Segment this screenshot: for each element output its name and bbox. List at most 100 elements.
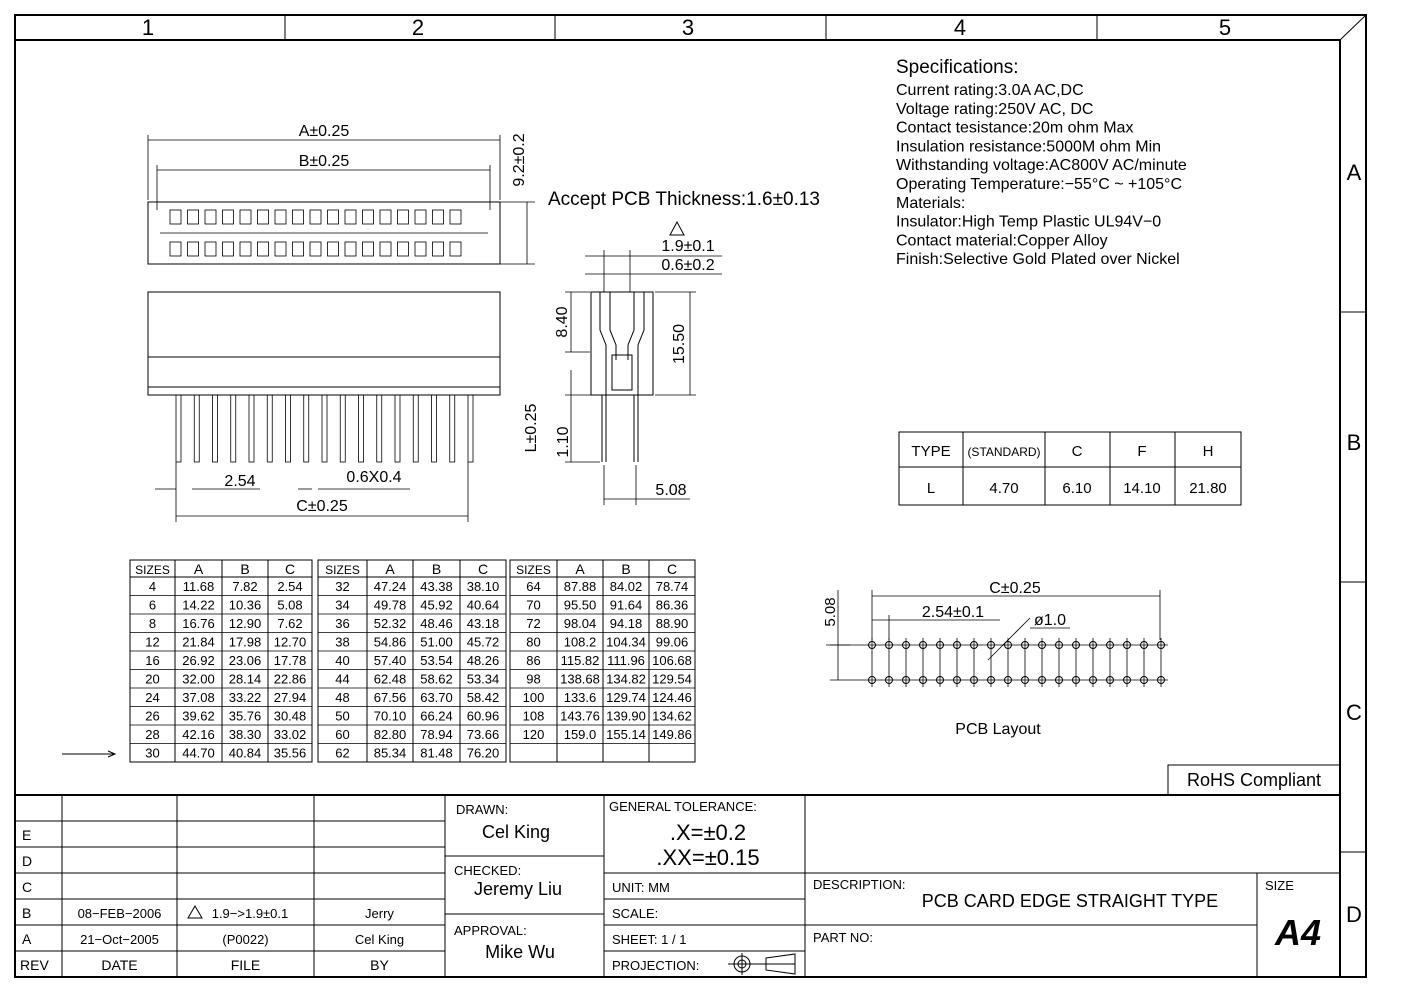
type-table-cell: L [927, 480, 935, 497]
contact-pad [222, 241, 234, 257]
sizes-table-cell: 34 [335, 598, 349, 613]
sizes-table-cell: 67.56 [374, 690, 407, 705]
sizes-table-cell: 48 [335, 690, 349, 705]
sizes-table-cell: 33.22 [229, 690, 262, 705]
contact-pad [204, 209, 217, 225]
sizes-table-header: B [432, 561, 441, 577]
sizes-table-cell: 28 [145, 727, 159, 742]
contact-pad [397, 209, 409, 225]
sizes-table-cell: 98 [526, 672, 540, 687]
contact-pad [397, 241, 409, 257]
sizes-table-cell: 5.08 [277, 598, 302, 613]
scale-label: SCALE: [612, 906, 658, 921]
pcb-row-gap-label: 5.08 [822, 597, 839, 626]
drawn-label: DRAWN: [456, 802, 508, 817]
pin [321, 394, 328, 463]
contact-pad [432, 241, 444, 257]
sizes-table-cell: 70 [526, 598, 540, 613]
sizes-table-cell: 16.76 [182, 616, 215, 631]
contact-pad [187, 209, 199, 225]
pcb-layout: C±0.25 2.54±0.1 ø1.0 5.08 PCB Layout [822, 580, 1168, 738]
contact-pad [169, 241, 182, 257]
revision-cell: 21−Oct−2005 [80, 932, 159, 947]
revision-cell: D [22, 853, 32, 869]
column-label: 4 [954, 15, 966, 40]
sizes-table-cell: 48.26 [467, 653, 500, 668]
specifications-title: Specifications: [896, 57, 1019, 78]
contact-pad [257, 241, 269, 257]
pin [376, 394, 383, 463]
contact-pad [222, 209, 234, 225]
revision-cell: Cel King [355, 932, 404, 947]
size-value: A4 [1274, 912, 1321, 953]
sizes-table-cell: 57.40 [374, 653, 407, 668]
pcb-thickness-note: Accept PCB Thickness:1.6±0.13 [548, 189, 820, 210]
sizes-table-cell: 44 [335, 672, 349, 687]
tolerance-label: GENERAL TOLERANCE: [609, 799, 757, 814]
sizes-table-cell: 139.90 [606, 709, 646, 724]
sizes-table-cell: 124.46 [652, 690, 692, 705]
tolerance-x: .X=±0.2 [670, 820, 746, 845]
sizes-table-cell: 104.34 [606, 635, 646, 650]
sizes-table-cell: 4 [149, 579, 156, 594]
sizes-table-cell: 98.04 [564, 616, 597, 631]
dim-a-label: A±0.25 [299, 123, 350, 140]
sizes-table-cell: 17.78 [274, 653, 307, 668]
spec-line: Finish:Selective Gold Plated over Nickel [896, 251, 1180, 268]
type-table-header: (STANDARD) [967, 445, 1040, 459]
sizes-table-header: B [240, 561, 249, 577]
sizes-table-cell: 22.86 [274, 672, 307, 687]
size-label: SIZE [1265, 878, 1294, 893]
sizes-table-cell: 27.94 [274, 690, 307, 705]
spec-line: Voltage rating:250V AC, DC [896, 101, 1093, 118]
sizes-table-cell: 14.22 [182, 598, 215, 613]
pin [230, 394, 237, 463]
sizes-table-cell: 60 [335, 727, 349, 742]
contact-pad [362, 209, 374, 225]
checked-value: Jeremy Liu [474, 879, 562, 899]
sizes-table-cell: 62.48 [374, 672, 407, 687]
sizes-table-cell: 48.46 [420, 616, 453, 631]
dim-1-10-label: 1.10 [555, 426, 572, 457]
connector-front-view: 2.54 0.6X0.4 C±0.25 [147, 291, 501, 522]
sizes-table-header: B [621, 561, 630, 577]
drawing-frame [14, 14, 1367, 978]
sizes-table-cell: 26 [145, 709, 159, 724]
row-label: B [1347, 430, 1362, 455]
approval-label: APPROVAL: [454, 923, 527, 938]
sizes-table-cell: 16 [145, 653, 159, 668]
pin [467, 394, 474, 463]
sizes-table-cell: 44.70 [182, 746, 215, 761]
pcb-hole-label: ø1.0 [1034, 612, 1066, 629]
pin [212, 394, 218, 463]
contact-pad [239, 241, 252, 257]
rohs-label: RoHS Compliant [1187, 770, 1321, 790]
contact-pad [414, 209, 427, 225]
sizes-table-cell: 63.70 [420, 690, 453, 705]
revision-header: FILE [231, 957, 261, 973]
sizes-table-header: C [285, 561, 295, 577]
connector-top-view: A±0.25 B±0.25 9.2±0.2 Accept PCB Thickne… [147, 123, 820, 265]
sizes-table-header: A [575, 561, 585, 577]
sizes-table-cell: 87.88 [564, 579, 597, 594]
sizes-table-cell: 70.10 [374, 709, 407, 724]
sizes-table-cell: 49.78 [374, 598, 407, 613]
arrow-icon [62, 750, 117, 758]
row-label: A [1347, 160, 1362, 185]
drawn-value: Cel King [482, 822, 550, 842]
dim-c-label: C±0.25 [296, 498, 348, 515]
sizes-table-cell: 78.74 [656, 579, 689, 594]
connector-side-view: 1.9±0.1 0.6±0.2 8.40 15.50 L±0.25 1.10 5… [523, 220, 722, 505]
sizes-table-cell: 88.90 [656, 616, 689, 631]
sizes-table-cell: 45.92 [420, 598, 453, 613]
pin [412, 394, 419, 463]
revision-cell: E [22, 827, 31, 843]
sizes-table-cell: 51.00 [420, 635, 453, 650]
row-label: D [1346, 902, 1362, 927]
dim-8-40-label: 8.40 [554, 306, 571, 337]
row-label: C [1346, 700, 1362, 725]
contact-pad [414, 241, 427, 257]
